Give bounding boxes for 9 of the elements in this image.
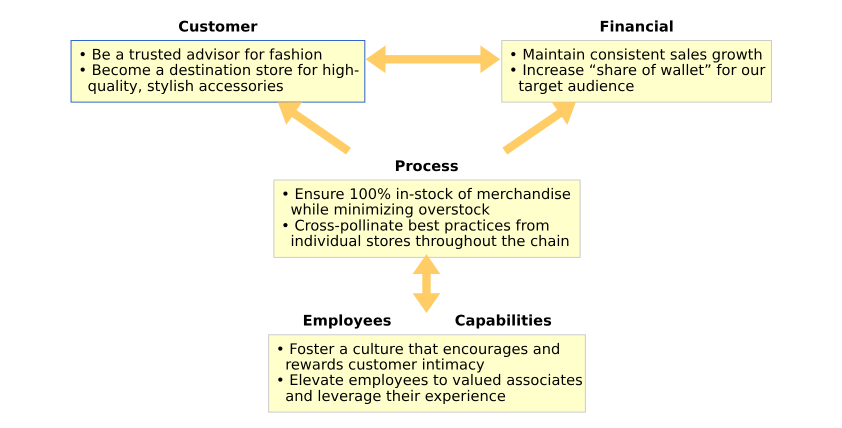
node-label: Financial [599, 18, 674, 36]
node-label: Employees [302, 312, 392, 330]
node-label: Process [394, 158, 459, 175]
node-label: Capabilities [454, 312, 552, 330]
arrow [366, 45, 500, 74]
arrow [278, 102, 351, 155]
arrow [502, 102, 576, 155]
arrow [412, 254, 440, 314]
node-label: Customer [178, 18, 258, 36]
